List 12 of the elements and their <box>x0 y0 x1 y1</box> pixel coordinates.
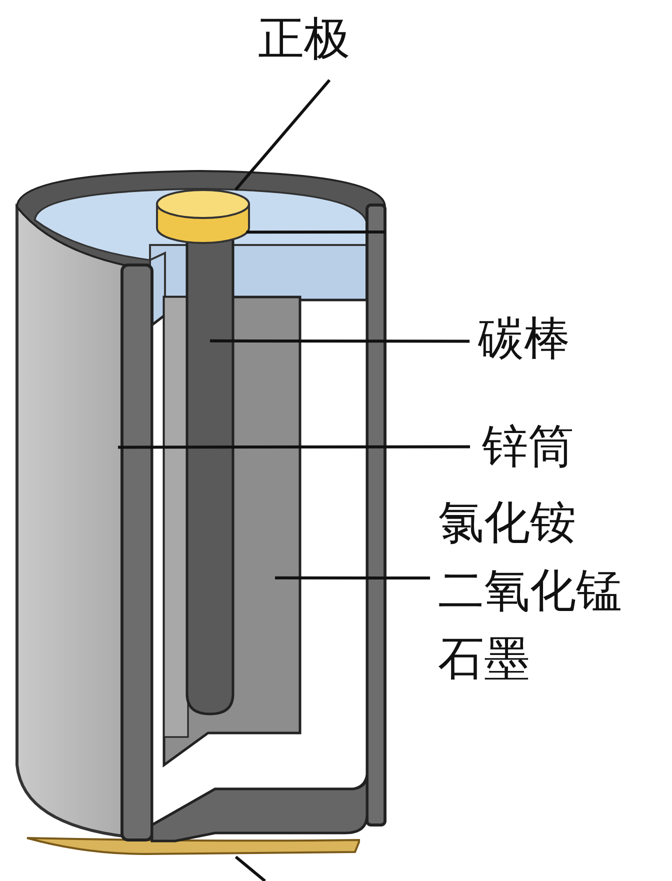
part-label: 碳棒 <box>478 310 598 370</box>
leader-line <box>234 856 266 881</box>
material-label: 石墨 <box>438 630 531 686</box>
leader-line <box>246 230 385 234</box>
leader-line <box>118 445 470 449</box>
leader-line <box>275 576 430 580</box>
material-label: 氯化铵 <box>438 494 577 550</box>
leader-line <box>210 339 470 343</box>
leader-line <box>234 79 331 191</box>
part-label: 锌筒 <box>482 418 602 478</box>
material-label: 二氧化锰 <box>438 562 623 618</box>
part-label: 正极 <box>258 10 368 72</box>
